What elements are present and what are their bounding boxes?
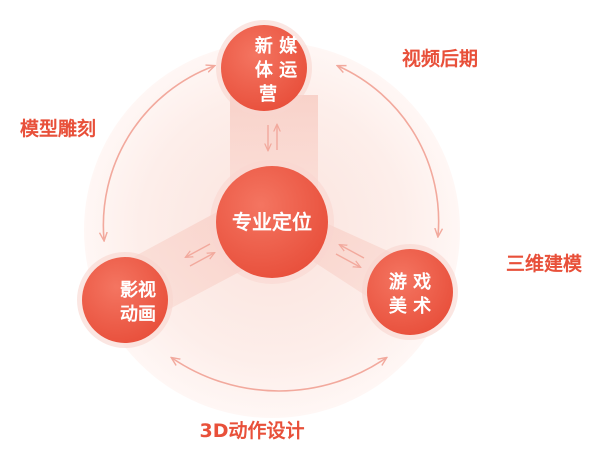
label-video-post: 视频后期 — [402, 47, 478, 70]
arc-top-left — [103, 66, 214, 240]
node-top-line-2: 体 运 — [255, 59, 297, 81]
node-left-line-2: 动画 — [120, 304, 156, 325]
node-right-line-2: 美 术 — [389, 295, 431, 317]
node-top-line-1: 新 媒 — [255, 35, 298, 57]
node-left-circle — [82, 257, 168, 343]
node-right-circle — [367, 249, 453, 335]
arrow-center-top — [268, 125, 277, 150]
label-model-sculpting: 模型雕刻 — [20, 117, 96, 140]
node-left[interactable]: 影视 动画 — [77, 252, 173, 348]
arc-top-right — [338, 66, 439, 236]
arrow-center-right — [335, 245, 365, 267]
node-right-line-1: 游 戏 — [389, 271, 431, 293]
node-right[interactable]: 游 戏 美 术 — [362, 244, 458, 340]
node-center-label: 专业定位 — [232, 210, 312, 234]
node-top-circle — [221, 25, 307, 111]
arc-bottom — [172, 358, 386, 392]
node-top-line-3: 营 — [259, 83, 277, 105]
node-left-line-1: 影视 — [120, 279, 156, 301]
node-center[interactable]: 专业定位 — [210, 160, 334, 284]
label-3d-motion-design: 3D动作设计 — [200, 419, 305, 442]
arrow-center-left — [186, 243, 214, 267]
node-center-circle — [216, 166, 328, 278]
node-top[interactable]: 新 媒 体 运 营 — [216, 20, 312, 116]
label-3d-modeling: 三维建模 — [506, 252, 583, 275]
